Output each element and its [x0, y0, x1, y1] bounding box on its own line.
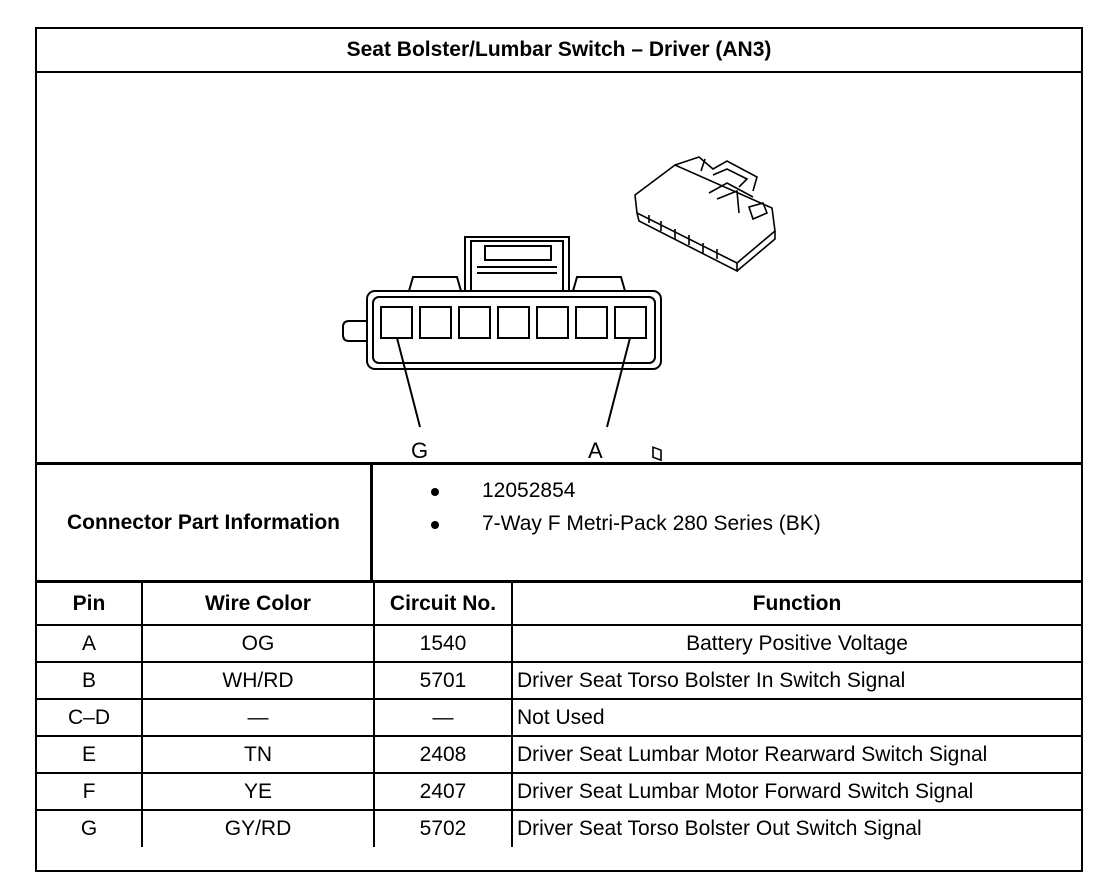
circuit-cell: —: [373, 698, 513, 737]
function-cell: Driver Seat Lumbar Motor Rearward Switch…: [511, 735, 1081, 774]
circuit-cell: 1540: [373, 624, 513, 663]
table-row: F YE 2407 Driver Seat Lumbar Motor Forwa…: [37, 772, 1081, 811]
function-cell: Driver Seat Lumbar Motor Forward Switch …: [511, 772, 1081, 811]
pin-cell: G: [37, 809, 143, 847]
table-header-row: Pin Wire Color Circuit No. Function: [37, 583, 1081, 626]
pin-label-a: A: [588, 438, 603, 462]
part-number: 12052854: [482, 479, 576, 502]
column-header-wire-color: Wire Color: [141, 583, 375, 626]
wire-color-cell: GY/RD: [141, 809, 375, 847]
connector-info-list: 12052854 7-Way F Metri-Pack 280 Series (…: [373, 465, 1081, 580]
connector-drawing: G A: [342, 156, 776, 462]
circuit-cell: 2407: [373, 772, 513, 811]
table-row: G GY/RD 5702 Driver Seat Torso Bolster O…: [37, 809, 1081, 847]
function-cell: Driver Seat Torso Bolster Out Switch Sig…: [511, 809, 1081, 847]
pin-cell: B: [37, 661, 143, 700]
pin-table: Pin Wire Color Circuit No. Function A OG…: [37, 583, 1081, 847]
wire-color-cell: —: [141, 698, 375, 737]
pin-label-g: G: [411, 438, 428, 462]
page-title: Seat Bolster/Lumbar Switch – Driver (AN3…: [37, 29, 1081, 73]
column-header-pin: Pin: [37, 583, 143, 626]
connector-info-label: Connector Part Information: [37, 465, 373, 580]
table-row: E TN 2408 Driver Seat Lumbar Motor Rearw…: [37, 735, 1081, 774]
info-item: 7-Way F Metri-Pack 280 Series (BK): [373, 512, 1081, 545]
circuit-cell: 5702: [373, 809, 513, 847]
connector-description: 7-Way F Metri-Pack 280 Series (BK): [482, 512, 821, 535]
wire-color-cell: TN: [141, 735, 375, 774]
connector-diagram: G A: [37, 73, 1081, 465]
pin-cell: A: [37, 624, 143, 663]
table-row: C–D — — Not Used: [37, 698, 1081, 737]
bullet-icon: [431, 521, 439, 529]
function-cell: Driver Seat Torso Bolster In Switch Sign…: [511, 661, 1081, 700]
connector-sheet: Seat Bolster/Lumbar Switch – Driver (AN3…: [35, 27, 1083, 872]
circuit-cell: 5701: [373, 661, 513, 700]
column-header-circuit: Circuit No.: [373, 583, 513, 626]
table-row: A OG 1540 Battery Positive Voltage: [37, 624, 1081, 663]
pin-cell: F: [37, 772, 143, 811]
wire-color-cell: OG: [141, 624, 375, 663]
info-item: 12052854: [373, 479, 1081, 512]
connector-face-icon: [342, 236, 662, 428]
function-cell: Battery Positive Voltage: [511, 624, 1081, 663]
table-row: B WH/RD 5701 Driver Seat Torso Bolster I…: [37, 661, 1081, 700]
pin-cell: C–D: [37, 698, 143, 737]
pin-cell: E: [37, 735, 143, 774]
connector-3d-icon: [634, 156, 776, 462]
column-header-function: Function: [511, 583, 1081, 626]
connector-part-info: Connector Part Information 12052854 7-Wa…: [37, 465, 1081, 583]
circuit-cell: 2408: [373, 735, 513, 774]
wire-color-cell: YE: [141, 772, 375, 811]
bullet-icon: [431, 488, 439, 496]
wire-color-cell: WH/RD: [141, 661, 375, 700]
function-cell: Not Used: [511, 698, 1081, 737]
